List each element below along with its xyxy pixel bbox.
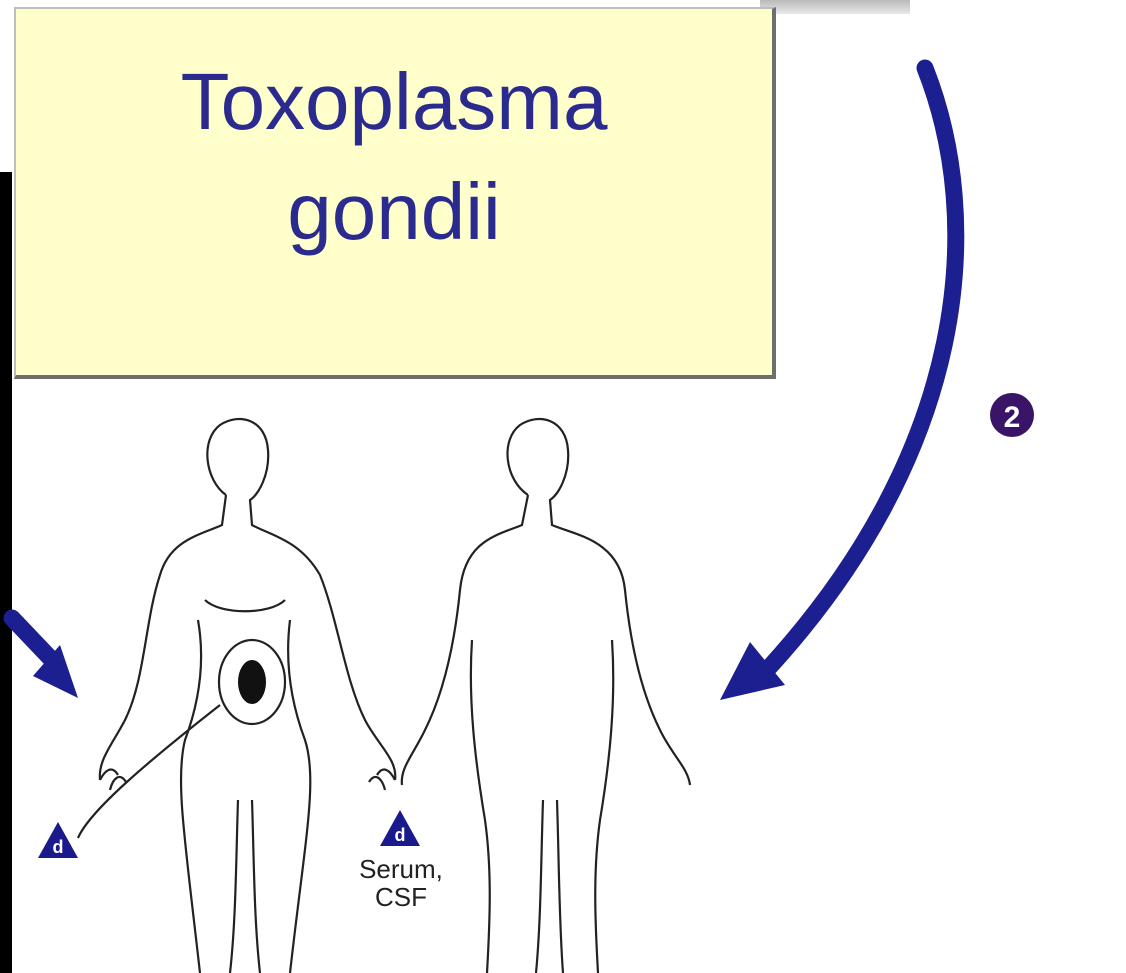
- specimen-label-serum: Serum,: [359, 854, 443, 884]
- title-line-2: gondii: [16, 157, 772, 267]
- title-line-1: Toxoplasma: [16, 47, 772, 157]
- human-figure-female: [78, 419, 395, 973]
- svg-text:d: d: [53, 837, 64, 857]
- human-figure-male: [402, 419, 690, 973]
- transmission-arrow-right: [765, 68, 956, 672]
- page-title: Toxoplasma gondii: [16, 47, 772, 267]
- specimen-label-csf: CSF: [375, 882, 427, 912]
- title-box: Toxoplasma gondii: [14, 7, 776, 379]
- diagnostic-marker-left: d: [38, 822, 78, 858]
- step-marker-label: 2: [1004, 401, 1021, 434]
- fetus-icon: [238, 660, 266, 704]
- transmission-arrow-left: [12, 618, 52, 660]
- svg-text:d: d: [395, 825, 406, 845]
- diagnostic-marker-center: d: [380, 810, 420, 846]
